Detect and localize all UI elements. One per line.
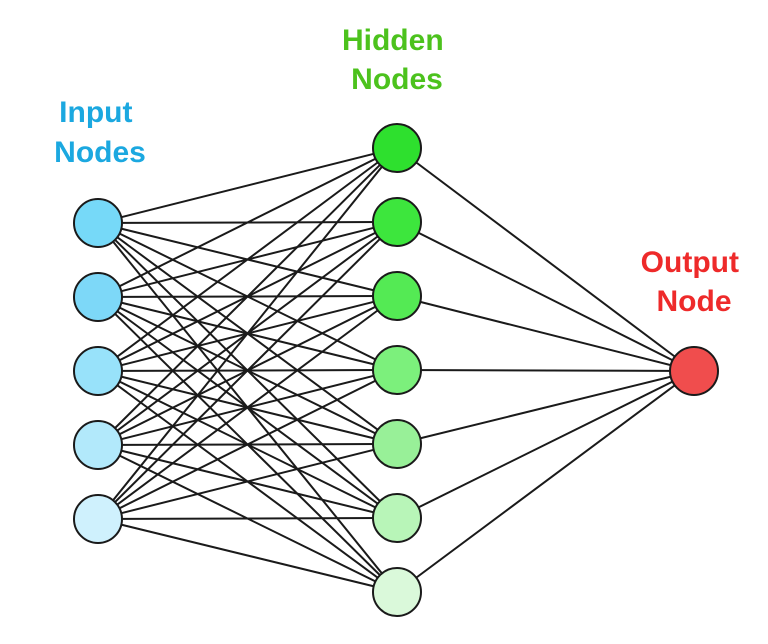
hidden-node-3 xyxy=(372,271,422,321)
edge-input-4-hidden-6 xyxy=(97,518,398,593)
input-node-2 xyxy=(73,272,123,322)
input-layer-label: Input Nodes xyxy=(54,96,146,169)
hidden-node-6 xyxy=(372,493,422,543)
output-node-1 xyxy=(669,346,719,396)
hidden-node-1 xyxy=(372,123,422,173)
edge-hidden-2-output-0 xyxy=(396,295,695,372)
edges-group xyxy=(97,147,695,593)
edge-input-0-hidden-0 xyxy=(97,147,398,224)
edge-input-4-hidden-3 xyxy=(97,369,398,520)
hidden-node-2 xyxy=(372,197,422,247)
output-label-line-1: Output xyxy=(641,246,739,279)
input-label-line-2: Nodes xyxy=(54,136,146,169)
edge-input-4-hidden-4 xyxy=(97,443,398,520)
hidden-node-7 xyxy=(372,567,422,617)
edge-hidden-6-output-0 xyxy=(396,370,695,593)
edge-input-4-hidden-2 xyxy=(97,295,398,520)
output-layer-label: Output Node xyxy=(641,246,748,318)
hidden-layer-label: Hidden Nodes xyxy=(342,24,452,96)
edge-hidden-5-output-0 xyxy=(396,370,695,519)
edge-hidden-3-output-0 xyxy=(396,369,695,372)
hidden-node-5 xyxy=(372,419,422,469)
edge-input-3-hidden-0 xyxy=(97,147,398,446)
edge-input-1-hidden-0 xyxy=(97,147,398,298)
output-label-line-2: Node xyxy=(657,285,732,318)
edge-hidden-0-output-0 xyxy=(396,147,695,372)
edge-input-4-hidden-5 xyxy=(97,517,398,520)
input-node-5 xyxy=(73,494,123,544)
input-label-line-1: Input xyxy=(59,96,132,129)
hidden-label-line-1: Hidden xyxy=(342,24,444,57)
nodes-group xyxy=(73,123,719,617)
edge-hidden-4-output-0 xyxy=(396,370,695,445)
edge-input-4-hidden-1 xyxy=(97,221,398,520)
labels-group: Input Nodes Hidden Nodes Output Node xyxy=(54,24,748,318)
input-node-3 xyxy=(73,346,123,396)
hidden-label-line-2: Nodes xyxy=(351,63,443,96)
edge-input-4-hidden-0 xyxy=(97,147,398,520)
edge-hidden-1-output-0 xyxy=(396,221,695,372)
input-node-1 xyxy=(73,198,123,248)
input-node-4 xyxy=(73,420,123,470)
hidden-node-4 xyxy=(372,345,422,395)
edge-input-2-hidden-0 xyxy=(97,147,398,372)
